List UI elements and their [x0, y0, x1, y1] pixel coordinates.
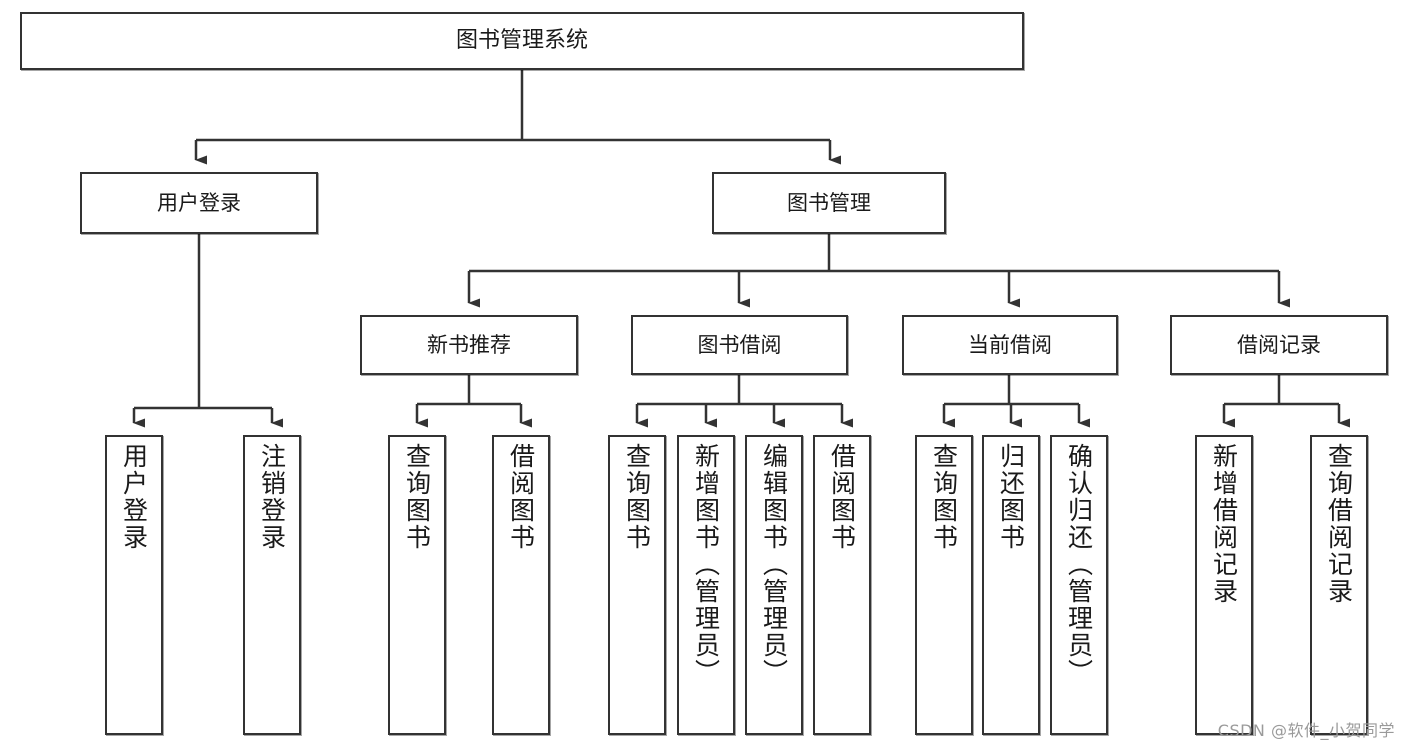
- node-label: 用户登录: [157, 190, 241, 215]
- node-label: 借阅图书: [827, 443, 857, 551]
- node-label: 新增借阅记录: [1209, 443, 1239, 605]
- node-label: 编辑图书（管理员）: [759, 443, 789, 686]
- node-label: 查询图书: [929, 443, 959, 551]
- node-label: 借阅图书: [506, 443, 536, 551]
- node-label: 查询图书: [402, 443, 432, 551]
- node-label: 注销登录: [257, 443, 287, 551]
- leaf-borrow-query[interactable]: 查询图书: [608, 435, 666, 735]
- node-root-system[interactable]: 图书管理系统: [20, 12, 1024, 70]
- leaf-new-books-query[interactable]: 查询图书: [388, 435, 446, 735]
- node-user-login[interactable]: 用户登录: [80, 172, 318, 234]
- node-new-book-recommend[interactable]: 新书推荐: [360, 315, 578, 375]
- node-label: 图书管理: [787, 190, 871, 215]
- node-label: 归还图书: [996, 443, 1026, 551]
- leaf-records-add-record[interactable]: 新增借阅记录: [1195, 435, 1253, 735]
- leaf-user-login-signout[interactable]: 注销登录: [243, 435, 301, 735]
- leaf-borrow-borrow-book[interactable]: 借阅图书: [813, 435, 871, 735]
- node-label: 当前借阅: [968, 332, 1052, 357]
- node-book-borrow[interactable]: 图书借阅: [631, 315, 848, 375]
- csdn-watermark: CSDN @软件_小贺同学: [1217, 721, 1395, 740]
- leaf-current-confirm-return-admin[interactable]: 确认归还（管理员）: [1050, 435, 1108, 735]
- node-label: 图书借阅: [697, 332, 782, 357]
- node-label: 用户登录: [119, 443, 149, 551]
- leaf-new-books-borrow[interactable]: 借阅图书: [492, 435, 550, 735]
- node-label: 确认归还（管理员）: [1064, 443, 1094, 686]
- node-label: 查询借阅记录: [1324, 443, 1354, 605]
- node-current-borrow[interactable]: 当前借阅: [902, 315, 1118, 375]
- node-label: 图书管理系统: [455, 28, 588, 54]
- leaf-borrow-edit-book-admin[interactable]: 编辑图书（管理员）: [745, 435, 803, 735]
- leaf-borrow-add-book-admin[interactable]: 新增图书（管理员）: [677, 435, 735, 735]
- node-label: 借阅记录: [1237, 332, 1321, 357]
- leaf-current-return-book[interactable]: 归还图书: [982, 435, 1040, 735]
- node-label: 新书推荐: [427, 332, 511, 357]
- node-label: 新增图书（管理员）: [691, 443, 721, 686]
- leaf-current-query[interactable]: 查询图书: [915, 435, 973, 735]
- node-borrow-records[interactable]: 借阅记录: [1170, 315, 1388, 375]
- leaf-user-login-signin[interactable]: 用户登录: [105, 435, 163, 735]
- node-label: 查询图书: [622, 443, 652, 551]
- leaf-records-query-record[interactable]: 查询借阅记录: [1310, 435, 1368, 735]
- node-book-management[interactable]: 图书管理: [712, 172, 946, 234]
